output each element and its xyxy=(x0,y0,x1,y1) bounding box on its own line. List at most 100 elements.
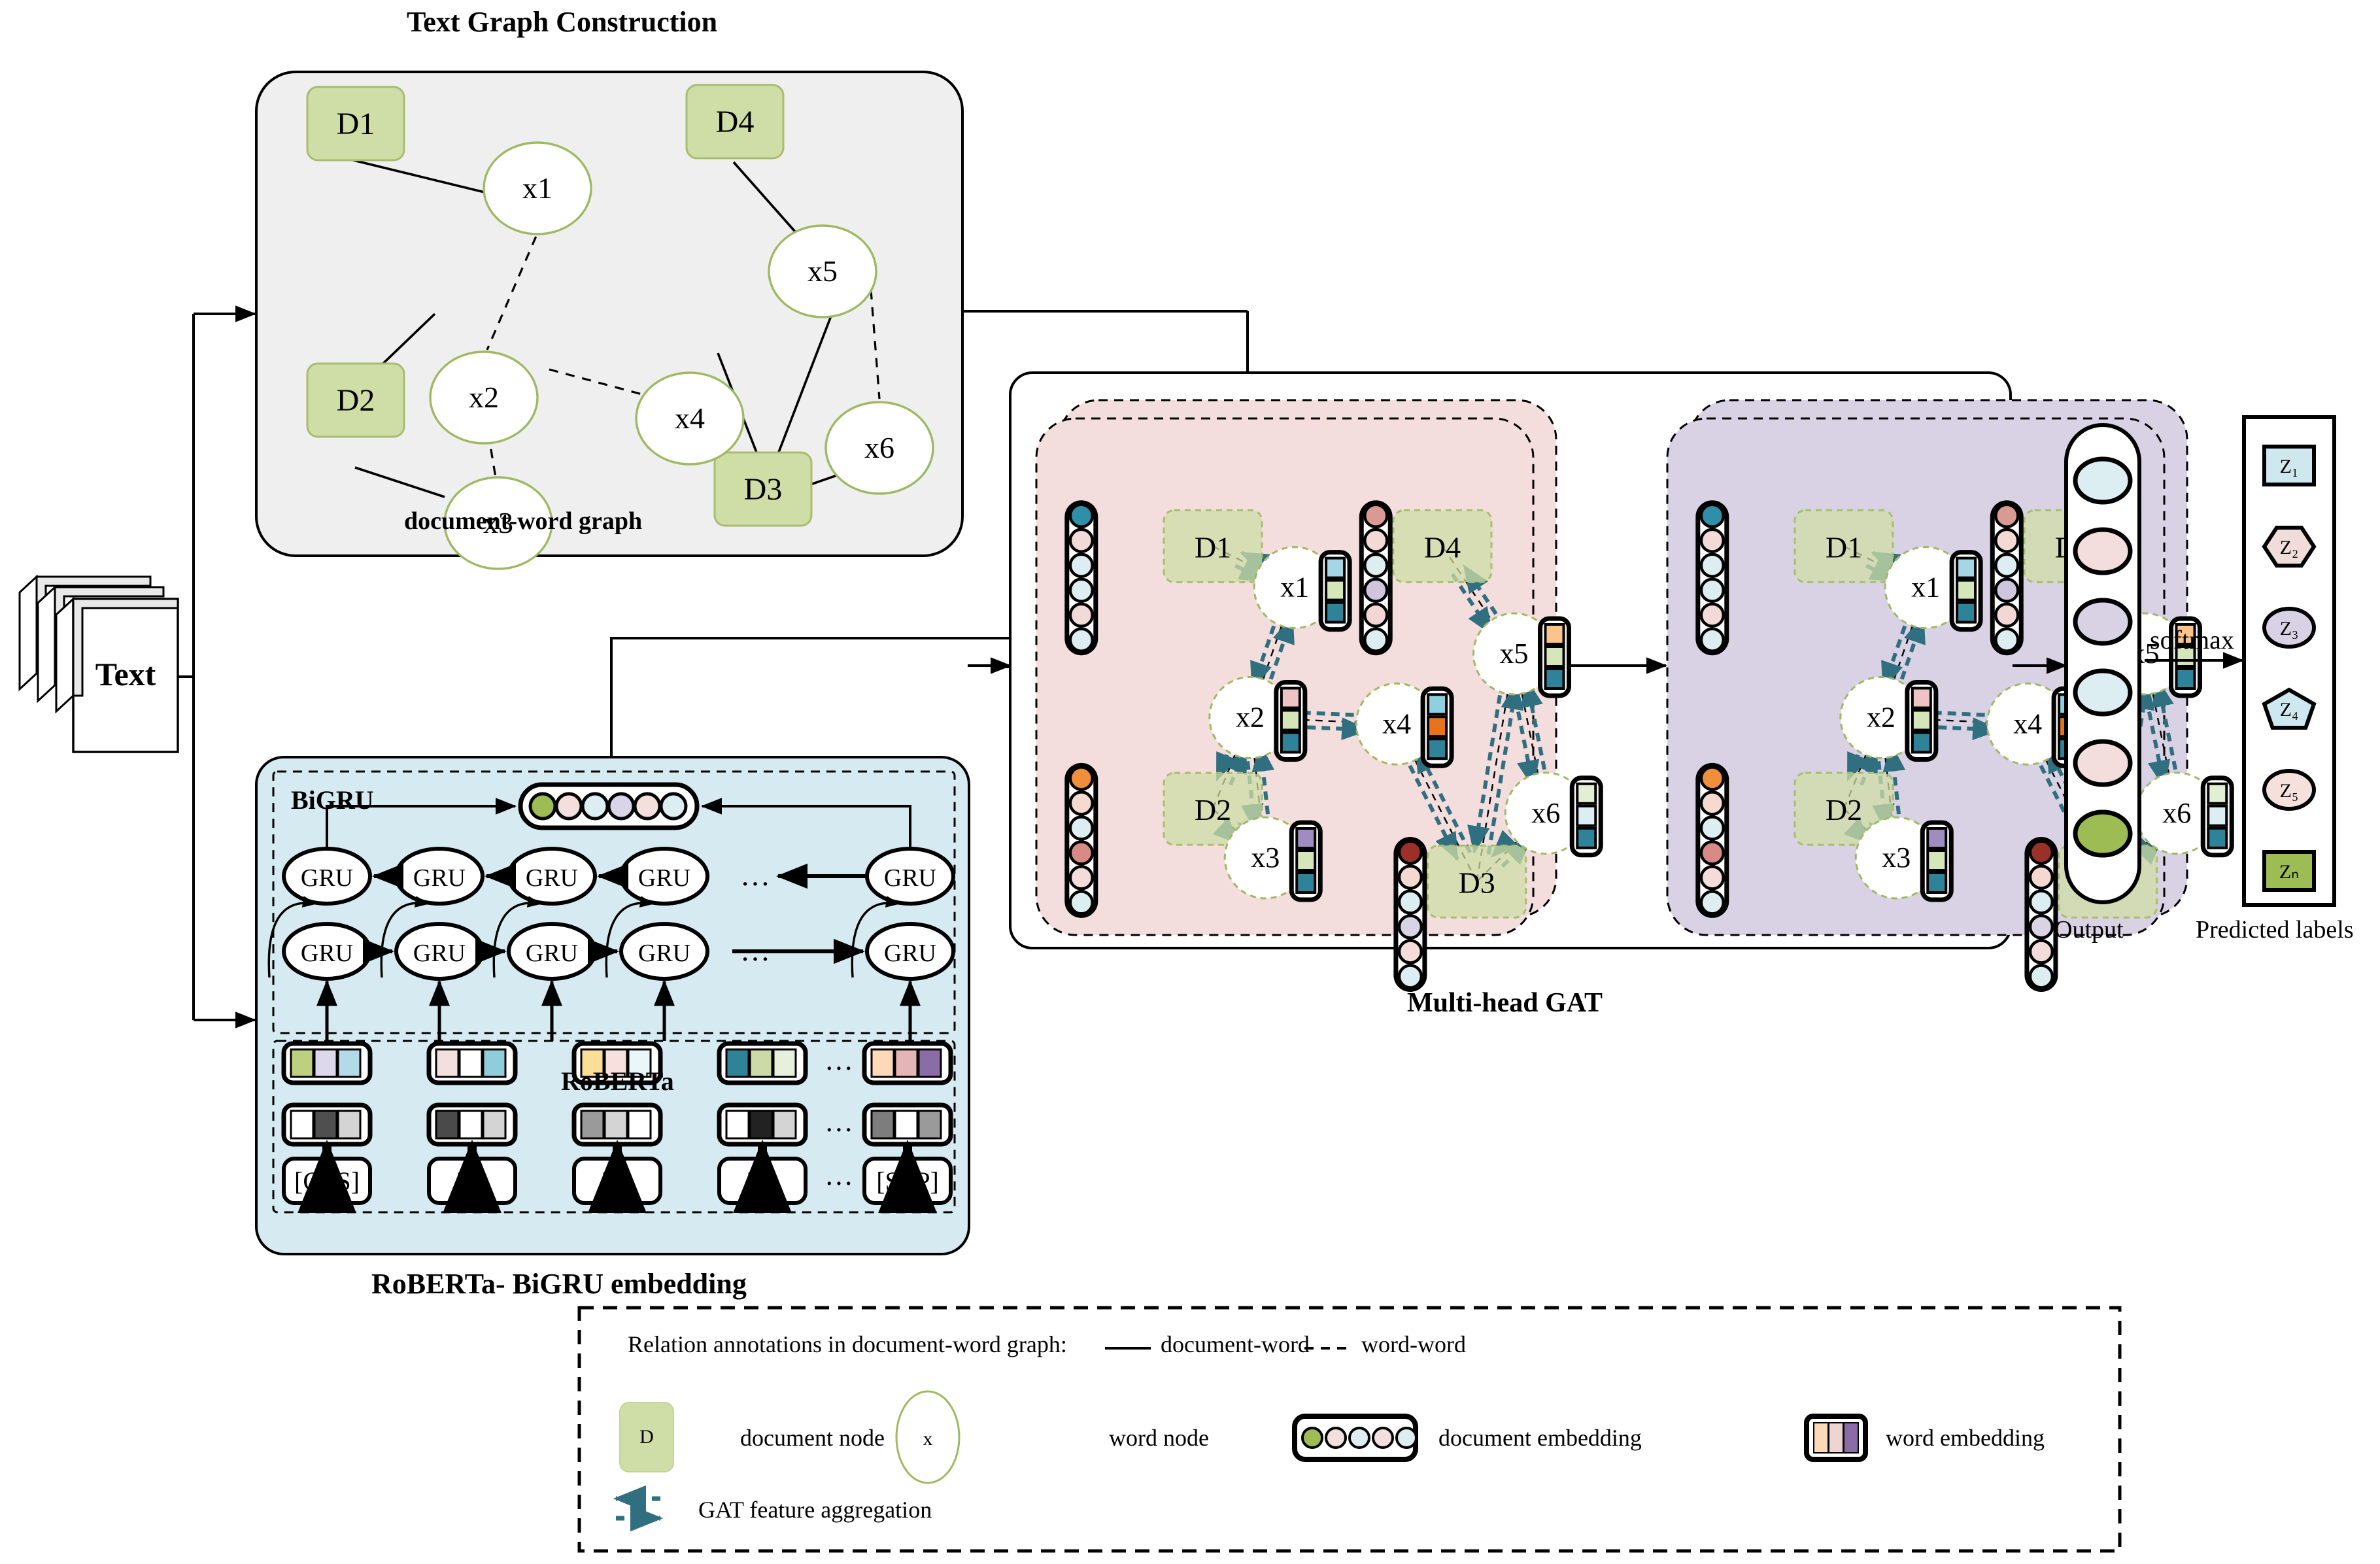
gru-skip-arrow xyxy=(267,896,317,978)
svg-text:x5: x5 xyxy=(808,254,838,288)
output-node xyxy=(2073,809,2133,858)
token-box[interactable]: [SEP] xyxy=(862,1157,953,1205)
roberta-in-ellipsis: … xyxy=(824,1106,853,1138)
bigru-hidden-arrows xyxy=(326,798,911,850)
roberta-input-embedding xyxy=(717,1102,808,1147)
gat-doc-node-D1: D1 xyxy=(1695,500,1894,656)
roberta-output-embeddings: … xyxy=(281,1041,953,1085)
bigru-hidden-cell xyxy=(633,792,662,821)
token-label: T3 xyxy=(748,1166,777,1196)
svg-text:D1: D1 xyxy=(337,107,375,141)
token-label: [CLS] xyxy=(294,1166,360,1196)
gat-word-label: x4 xyxy=(1382,707,1411,740)
gru-label: GRU xyxy=(413,864,466,892)
graph-doc-node-D1: D1 xyxy=(306,86,405,162)
predicted-label-text: Z₂ xyxy=(2280,537,2299,558)
token-layer: [CLS] T1 T2 T3 … [SEP] xyxy=(282,1140,953,1213)
legend-doc-emb-cell xyxy=(1325,1427,1347,1449)
token-label: T1 xyxy=(458,1166,486,1196)
gat-word-label: x5 xyxy=(1500,638,1529,670)
gat-word-node-x6: x6 xyxy=(2135,772,2234,858)
output-node xyxy=(2073,456,2133,505)
gru-label: GRU xyxy=(638,864,690,892)
legend-doc-emb-cell xyxy=(1372,1427,1394,1449)
roberta-output-embedding xyxy=(717,1041,808,1085)
predicted-label-text: Z₃ xyxy=(2280,618,2299,639)
svg-text:x3: x3 xyxy=(483,506,513,539)
gat-word-node-x1: x1 xyxy=(1884,546,1983,632)
output-node xyxy=(2073,739,2133,787)
gat-doc-node-D1: D1 xyxy=(1064,500,1263,656)
legend-document-node-text: document node xyxy=(740,1425,885,1451)
bigru-hidden-circles xyxy=(528,792,688,821)
roberta-input-embedding xyxy=(426,1102,518,1147)
gat-doc-label: D1 xyxy=(1826,530,1862,564)
legend-doc-emb-cell xyxy=(1348,1427,1370,1449)
graph-word-node-x6: x6 xyxy=(824,401,934,495)
gat-word-label: x1 xyxy=(1280,571,1309,604)
gru-label: GRU xyxy=(638,940,690,967)
title-text-graph-construction: Text Graph Construction xyxy=(407,6,718,38)
predicted-label-text: Z₅ xyxy=(2280,780,2299,802)
title-multi-head-gat: Multi-head GAT xyxy=(1407,988,1603,1018)
gat-doc-label: D1 xyxy=(1195,530,1231,564)
bigru-hidden-cell xyxy=(528,792,557,821)
legend-relation-text: Relation annotations in document-word gr… xyxy=(628,1331,1067,1357)
label-output: Output xyxy=(2054,916,2124,944)
token-box[interactable]: [CLS] xyxy=(282,1157,372,1205)
bigru-hidden-cell xyxy=(581,792,609,821)
predicted-label-shape xyxy=(2262,445,2316,486)
graph-word-node-x4: x4 xyxy=(635,371,745,466)
gru-layer: GRUGRUGRUGRUGRUGRUGRUGRUGRUGRU…… xyxy=(267,847,955,1041)
bigru-hidden-cell xyxy=(607,792,636,821)
gru-label: GRU xyxy=(526,864,578,892)
gru-cell: GRU xyxy=(507,847,597,906)
predicted-label-shape xyxy=(2262,769,2316,811)
svg-text:D: D xyxy=(639,1426,654,1448)
gat-word-node-x3: x3 xyxy=(1854,816,1954,902)
token-box[interactable]: T1 xyxy=(427,1157,517,1205)
gat-doc-node-D3: D3 xyxy=(1393,837,1527,992)
label-document-word-graph: document-word graph xyxy=(404,507,643,535)
svg-text:x: x xyxy=(923,1428,933,1450)
roberta-output-embedding xyxy=(862,1041,953,1085)
gat-doc-node-D4: D4 xyxy=(1359,500,1493,656)
graph-doc-node-D4: D4 xyxy=(685,84,785,160)
token-box[interactable]: T3 xyxy=(717,1157,808,1205)
text-input-label: Text xyxy=(95,656,156,692)
gat-doc-label: D3 xyxy=(1459,866,1495,899)
roberta-output-embedding xyxy=(426,1041,518,1085)
gru-cell: GRU xyxy=(619,922,709,981)
token-box[interactable]: T2 xyxy=(572,1157,662,1205)
output-node xyxy=(2073,668,2133,717)
label-softmax: softmax xyxy=(2150,625,2234,654)
gat-word-node-x4: x4 xyxy=(1355,682,1454,768)
gat-doc-label: D2 xyxy=(1195,793,1231,826)
gat-word-label: x2 xyxy=(1236,702,1265,734)
legend-gat-aggregation-text: GAT feature aggregation xyxy=(698,1497,932,1523)
legend-document-word-text: document-word xyxy=(1161,1331,1310,1357)
label-bigru: BiGRU xyxy=(291,785,374,815)
gat-word-label: x4 xyxy=(2013,707,2042,740)
predicted-label-shape xyxy=(2262,850,2316,892)
gru-label: GRU xyxy=(526,940,578,967)
label-roberta: RoBERTa xyxy=(561,1066,674,1096)
legend-word-node-glyph xyxy=(895,1390,960,1484)
roberta-input-embedding xyxy=(862,1102,953,1147)
gat-doc-node-D2: D2 xyxy=(1695,762,1894,918)
bigru-hidden-cell xyxy=(554,792,583,821)
gat-word-node-x1: x1 xyxy=(1253,546,1352,632)
gru-skip-arrow xyxy=(380,896,430,978)
roberta-input-embedding xyxy=(281,1102,373,1147)
graph-word-node-x2: x2 xyxy=(429,350,539,445)
predicted-label-shape xyxy=(2262,607,2316,649)
gat-word-label: x2 xyxy=(1867,702,1896,734)
legend-doc-emb-cell xyxy=(1301,1427,1323,1449)
legend-word-word-text: word-word xyxy=(1361,1331,1466,1357)
token-ellipsis: … xyxy=(824,1159,853,1191)
title-roberta-bigru-embedding: RoBERTa- BiGRU embedding xyxy=(371,1268,747,1300)
roberta-input-embedding xyxy=(571,1102,663,1147)
token-label: [SEP] xyxy=(876,1166,939,1196)
